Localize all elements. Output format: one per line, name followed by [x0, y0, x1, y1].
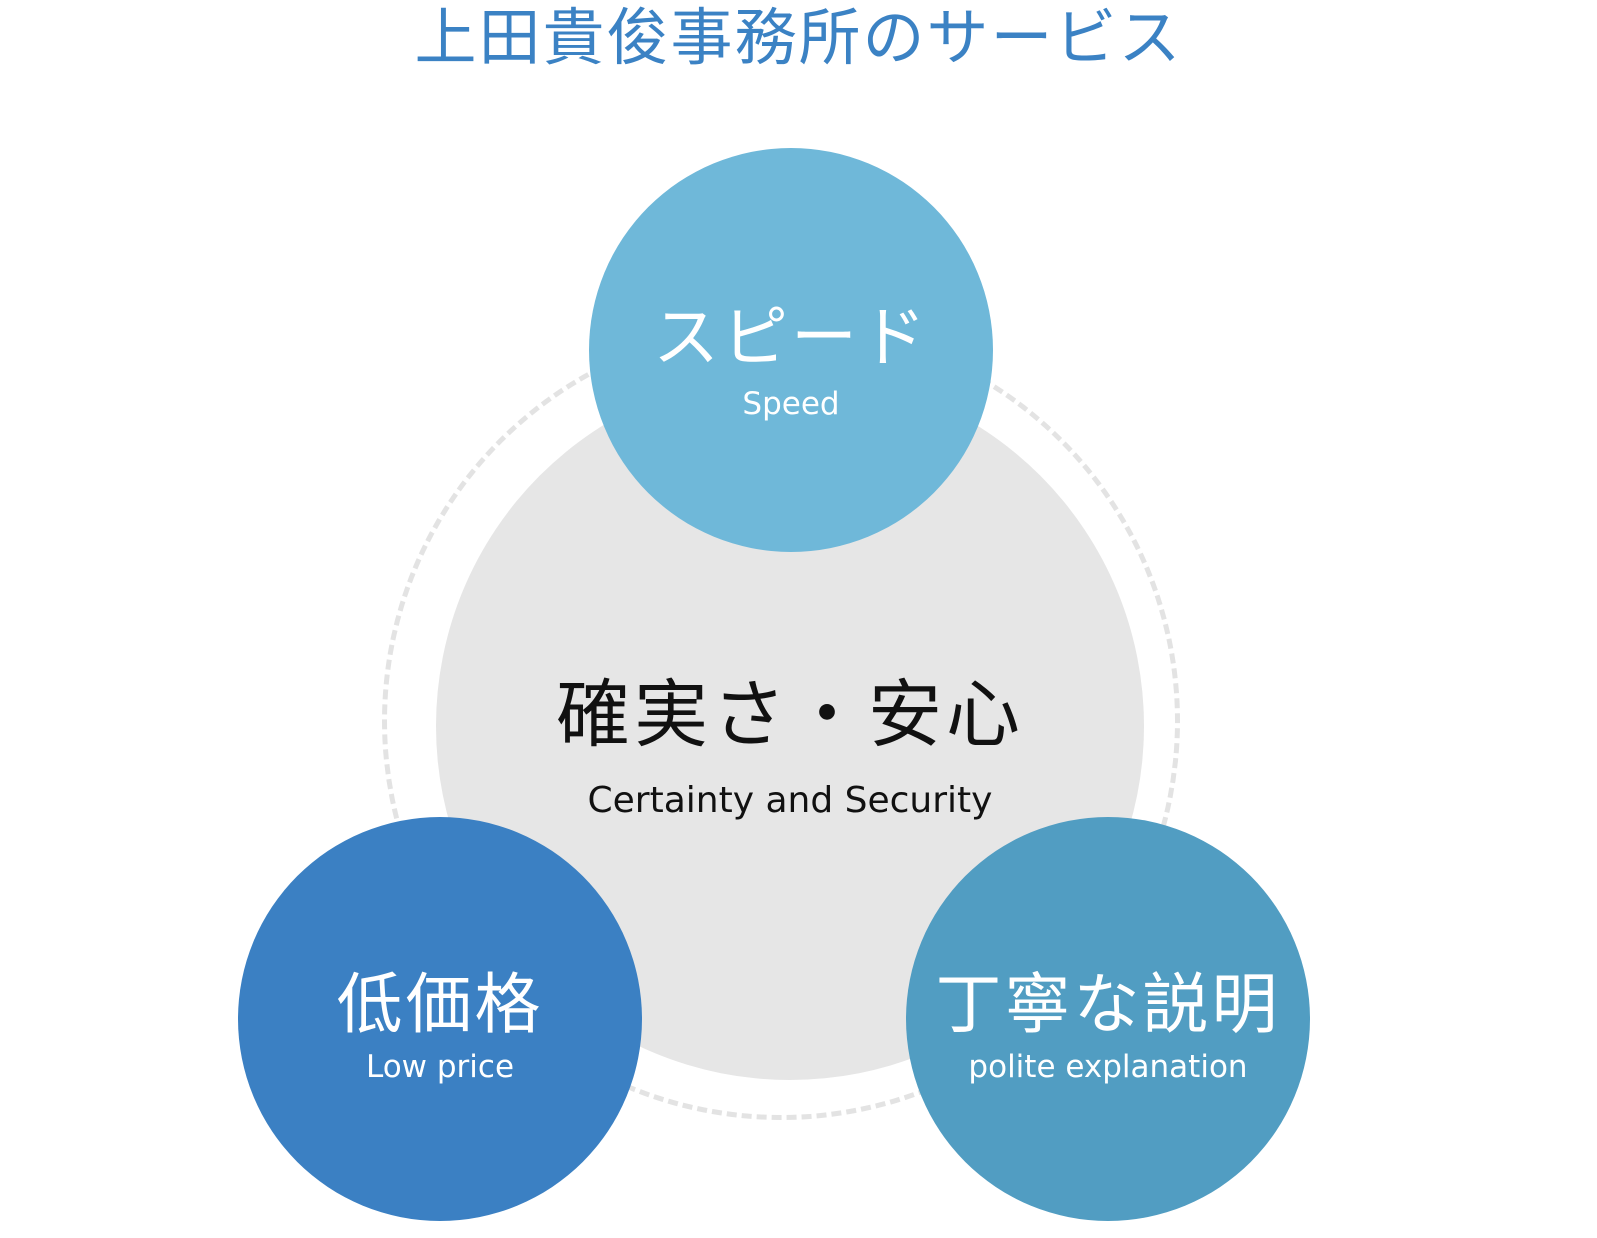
node-polite-explanation: 丁寧な説明 polite explanation — [906, 817, 1310, 1221]
center-label-en: Certainty and Security — [587, 780, 993, 821]
node-polite-explanation-label-en: polite explanation — [968, 1049, 1248, 1085]
center-label-jp: 確実さ・安心 — [556, 672, 1024, 758]
node-speed-label-jp: スピード — [653, 299, 929, 376]
node-speed: スピード Speed — [589, 148, 993, 552]
node-low-price-label-jp: 低価格 — [336, 966, 544, 1043]
page-title: 上田貴俊事務所のサービス — [414, 1, 1183, 74]
node-polite-explanation-label-jp: 丁寧な説明 — [935, 966, 1281, 1043]
node-speed-label-en: Speed — [742, 386, 840, 422]
node-low-price-label-en: Low price — [365, 1049, 515, 1085]
node-low-price: 低価格 Low price — [238, 817, 642, 1221]
